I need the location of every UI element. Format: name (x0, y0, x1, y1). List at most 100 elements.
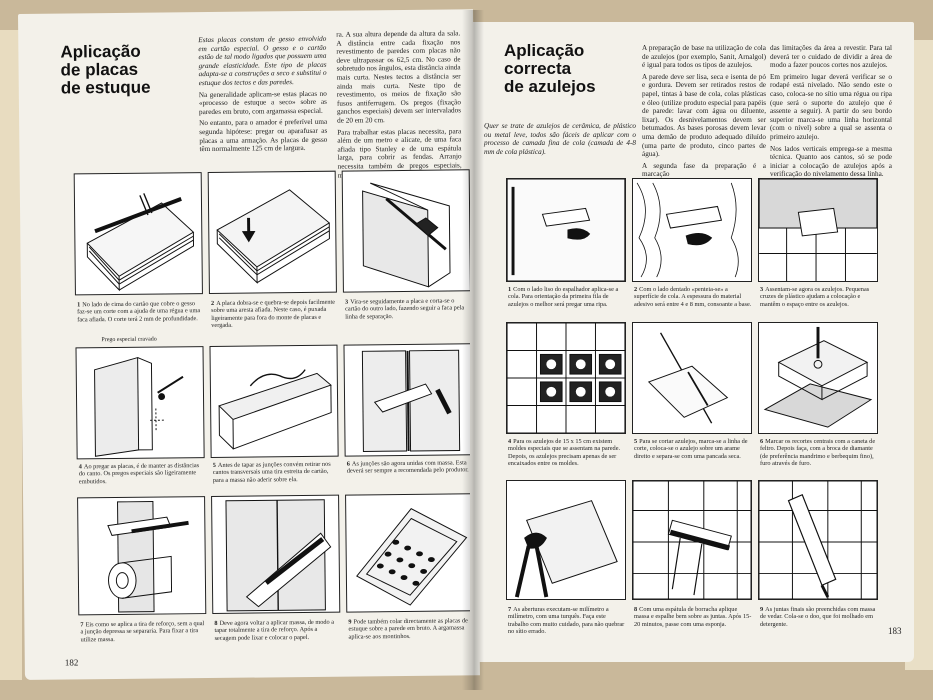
illustration-panel-8 (211, 494, 341, 614)
caption-number: 1 (77, 301, 81, 309)
caption-text: Marcar os recortes centrais com a caneta… (760, 438, 876, 468)
title-line: correcta (504, 59, 572, 78)
caption-text: Com uma espátula de borracha aplique mas… (634, 606, 752, 628)
caption-number: 6 (346, 460, 350, 468)
tile-illustration-panel-4 (506, 322, 626, 434)
paragraph: ra. A sua altura depende da altura da sa… (336, 29, 462, 125)
paragraph: Na generalidade aplicam-se estas placas … (198, 89, 327, 116)
right-page-title: Aplicação correcta de azulejos (504, 42, 634, 96)
right-page: Aplicação correcta de azulejos Quer se t… (470, 22, 914, 662)
caption-text: Para se cortar azulejos, marca-se a linh… (634, 438, 748, 460)
caption-text: A placa dobra-se e quebra-se depois faci… (211, 298, 336, 330)
caption-text: Deve agora voltar a aplicar massa, de mo… (214, 618, 335, 642)
tile-illustration-panel-2 (632, 178, 752, 282)
caption-number: 9 (760, 606, 764, 613)
caption-number: 5 (634, 438, 638, 445)
page-number: 182 (64, 657, 79, 668)
illustration-panel-3 (341, 169, 471, 293)
caption-text: Pode também colar directamente as placas… (348, 617, 468, 641)
caption-number: 5 (212, 461, 216, 469)
caption-text: Vira-se seguidamente a placa e corta-se … (345, 297, 465, 321)
illustration-panel-9 (345, 493, 475, 613)
illustration-panel-7 (77, 496, 207, 616)
caption-text: As junções são agora unidas com massa. E… (346, 459, 469, 475)
title-line: Aplicação (504, 41, 585, 60)
caption-text: Para os azulejos de 15 x 15 cm existem m… (508, 438, 621, 468)
book-edge-left (0, 30, 22, 680)
tile-illustration-panel-3 (758, 178, 878, 282)
caption-number: 6 (760, 438, 764, 445)
caption-number: 3 (760, 286, 764, 293)
left-page-title: Aplicação de placas de estuque (60, 41, 181, 98)
caption-text: Ao pregar as placas, é de manter as dist… (78, 462, 200, 486)
caption-number: 4 (508, 438, 512, 445)
paragraph: A preparação de base na utilização de co… (642, 44, 766, 70)
paragraph: das limitações da área a revestir. Para … (770, 44, 892, 70)
label-prego-especial: Prego especial cravado (101, 336, 157, 344)
caption-number: 8 (634, 606, 638, 613)
title-line: de placas (60, 59, 139, 80)
caption-text: Antes de tapar as junções convém retirar… (212, 460, 331, 484)
caption-text: Com o lado dentado «penteia-se» a superf… (634, 286, 752, 308)
paragraph: Estas placas constam de gesso envolvido … (198, 34, 327, 88)
tile-illustration-panel-7 (506, 480, 626, 600)
caption-number: 2 (634, 286, 638, 293)
paragraph: Nos lados verticais emprega-se a mesma t… (770, 144, 892, 179)
right-text-column-2: das limitações da área a revestir. Para … (770, 44, 892, 182)
caption-number: 7 (80, 621, 84, 629)
paragraph: Quer se trate de azulejos de cerâmica, d… (484, 122, 636, 156)
caption-text: Com o lado liso do espalhador aplica-se … (508, 286, 619, 308)
illustration-panel-2 (207, 170, 337, 295)
caption-text: As juntas finais são preenchidas com mas… (760, 606, 876, 628)
tile-illustration-panel-6 (758, 322, 878, 434)
paragraph: A segunda fase da preparação é a marcaçã… (642, 161, 766, 179)
caption-text: No lado de cima do cartão que cobre o ge… (77, 300, 201, 324)
tile-illustration-panel-1 (506, 178, 626, 282)
caption-text: Assentam-se agora os azulejos. Pequenas … (760, 286, 870, 308)
tile-illustration-panel-8 (632, 480, 752, 600)
caption-text: As aberturas executam-se milímetro a mil… (508, 606, 625, 636)
paragraph: A parede deve ser lisa, seca e isenta de… (642, 72, 766, 159)
book-gutter (462, 10, 484, 690)
tile-illustration-panel-9 (758, 480, 878, 600)
illustration-panel-6 (343, 343, 473, 457)
tile-illustration-panel-5 (632, 322, 752, 434)
illustration-panel-5 (209, 344, 339, 459)
title-line: Aplicação (60, 41, 141, 62)
caption-number: 1 (508, 286, 512, 293)
left-text-column-2: ra. A sua altura depende da altura da sa… (336, 29, 462, 182)
caption-number: 9 (348, 618, 352, 626)
illustration-panel-1 (73, 172, 203, 296)
caption-number: 3 (344, 298, 349, 306)
right-intro-italic: Quer se trate de azulejos de cerâmica, d… (484, 122, 636, 159)
right-text-column-1: A preparação de base na utilização de co… (642, 44, 766, 182)
caption-number: 2 (211, 299, 215, 307)
title-line: de azulejos (504, 77, 596, 96)
caption-number: 4 (78, 463, 82, 471)
page-number: 183 (888, 626, 902, 636)
caption-text: Eis como se aplica a tira de reforço, se… (80, 620, 205, 644)
caption-number: 7 (508, 606, 512, 613)
illustration-panel-4 (75, 346, 205, 460)
left-text-column-1: Estas placas constam de gesso envolvido … (198, 35, 327, 157)
paragraph: No entanto, para o amador é preferível u… (199, 118, 328, 154)
